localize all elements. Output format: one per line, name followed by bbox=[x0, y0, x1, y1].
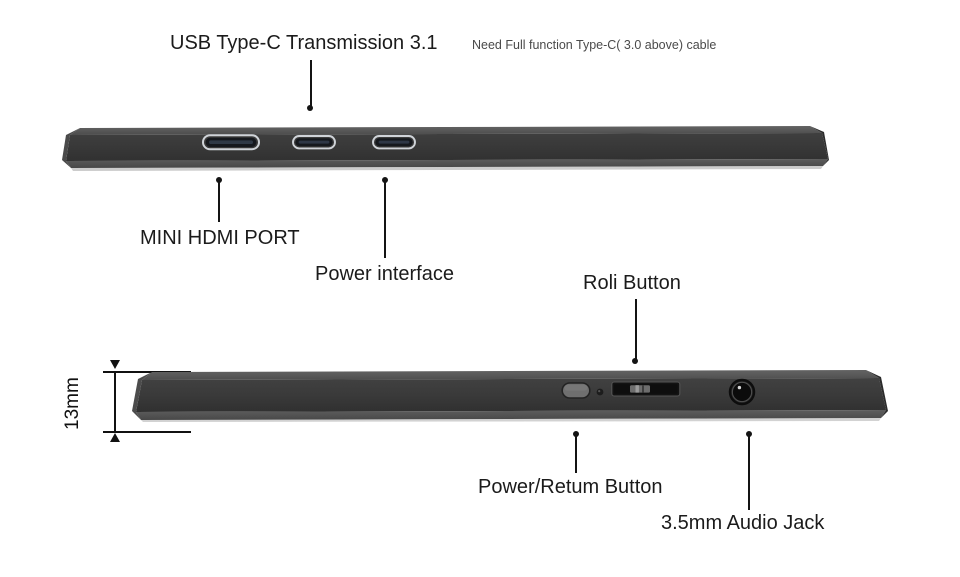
leader-mini-hdmi bbox=[218, 180, 220, 222]
monitor-side-edge-shape bbox=[132, 370, 888, 422]
usb-transmission-note: Need Full function Type-C( 3.0 above) ca… bbox=[472, 38, 717, 52]
leader-audio-jack bbox=[748, 434, 750, 510]
mini-hdmi-label: MINI HDMI PORT bbox=[140, 227, 300, 249]
power-interface-label: Power interface bbox=[315, 263, 454, 285]
audio-jack-3-5mm[interactable] bbox=[726, 376, 758, 413]
dimension-arrow-top bbox=[109, 360, 120, 369]
dimension-line bbox=[114, 371, 116, 432]
monitor-side-edge bbox=[130, 364, 895, 422]
monitor-top-edge bbox=[60, 116, 830, 172]
dimension-extension-top bbox=[103, 371, 191, 373]
mini-hdmi-port[interactable] bbox=[202, 133, 260, 158]
thickness-label: 13mm bbox=[62, 377, 83, 430]
dimension-extension-bottom bbox=[103, 431, 191, 433]
power-return-button-label: Power/Retum Button bbox=[478, 476, 663, 498]
leader-dot-usb-transmission bbox=[307, 105, 313, 111]
usb-c-port-data[interactable] bbox=[372, 134, 416, 157]
power-return-button[interactable] bbox=[561, 381, 591, 406]
leader-roli-button bbox=[635, 299, 637, 360]
usb-transmission-title: USB Type-C Transmission 3.1 bbox=[170, 32, 438, 54]
leader-power-interface bbox=[384, 180, 386, 258]
roli-button-label: Roli Button bbox=[583, 272, 681, 294]
status-led-pinhole bbox=[595, 384, 605, 402]
monitor-top-edge-shape bbox=[62, 126, 829, 171]
audio-jack-label: 3.5mm Audio Jack bbox=[661, 512, 825, 534]
dimension-arrow-bottom bbox=[109, 433, 120, 442]
usb-c-port-power[interactable] bbox=[292, 134, 336, 157]
roller-wheel[interactable] bbox=[611, 380, 681, 407]
leader-power-return bbox=[575, 434, 577, 473]
leader-dot-roli-button bbox=[632, 358, 638, 364]
leader-usb-transmission bbox=[310, 60, 312, 108]
